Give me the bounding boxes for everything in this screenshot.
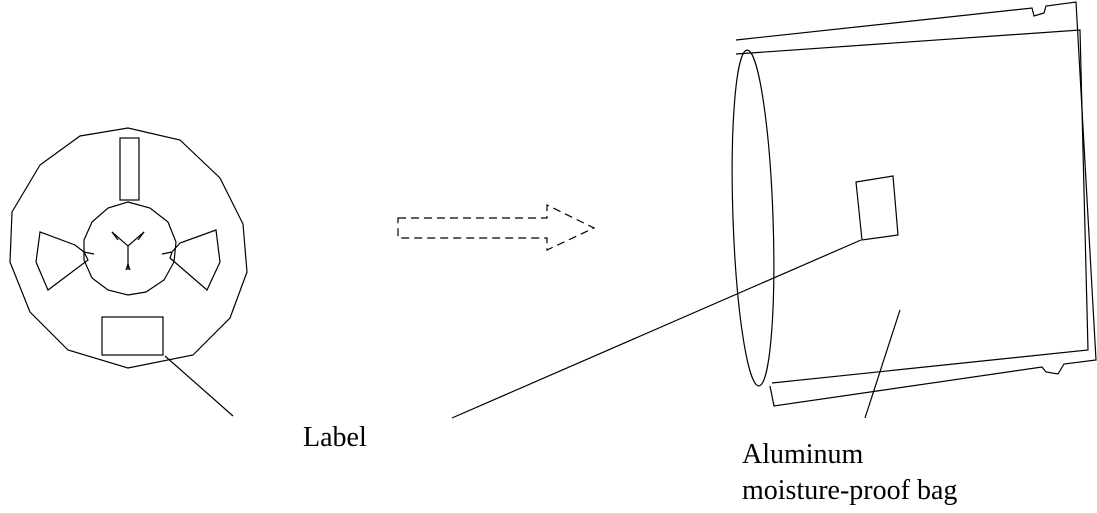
reel-hub [83, 201, 177, 296]
reel-left-window [35, 231, 89, 291]
bag-outer [735, 1, 1097, 407]
reel-right-window [169, 229, 221, 291]
aluminum-bag [451, 1, 1097, 419]
reel-left-slot [83, 251, 95, 255]
bag-label-box [855, 175, 899, 241]
reel-label-box [101, 316, 164, 356]
reel-center-spokes [111, 231, 145, 271]
bag-opening [731, 49, 775, 387]
reel-outline [9, 127, 248, 369]
bag-label-leader [451, 239, 862, 419]
label-caption: Label [303, 422, 367, 453]
dashed-arrow-icon [397, 204, 596, 251]
reel [9, 127, 248, 417]
reel-top-window [119, 137, 140, 201]
bag-leader [864, 309, 901, 419]
reel-label-leader [164, 355, 234, 417]
reel-right-slot [161, 251, 173, 255]
bag-caption-line1: Aluminum [742, 439, 864, 470]
bag-inner [735, 29, 1089, 384]
bag-caption-line2: moisture-proof bag [742, 475, 958, 506]
